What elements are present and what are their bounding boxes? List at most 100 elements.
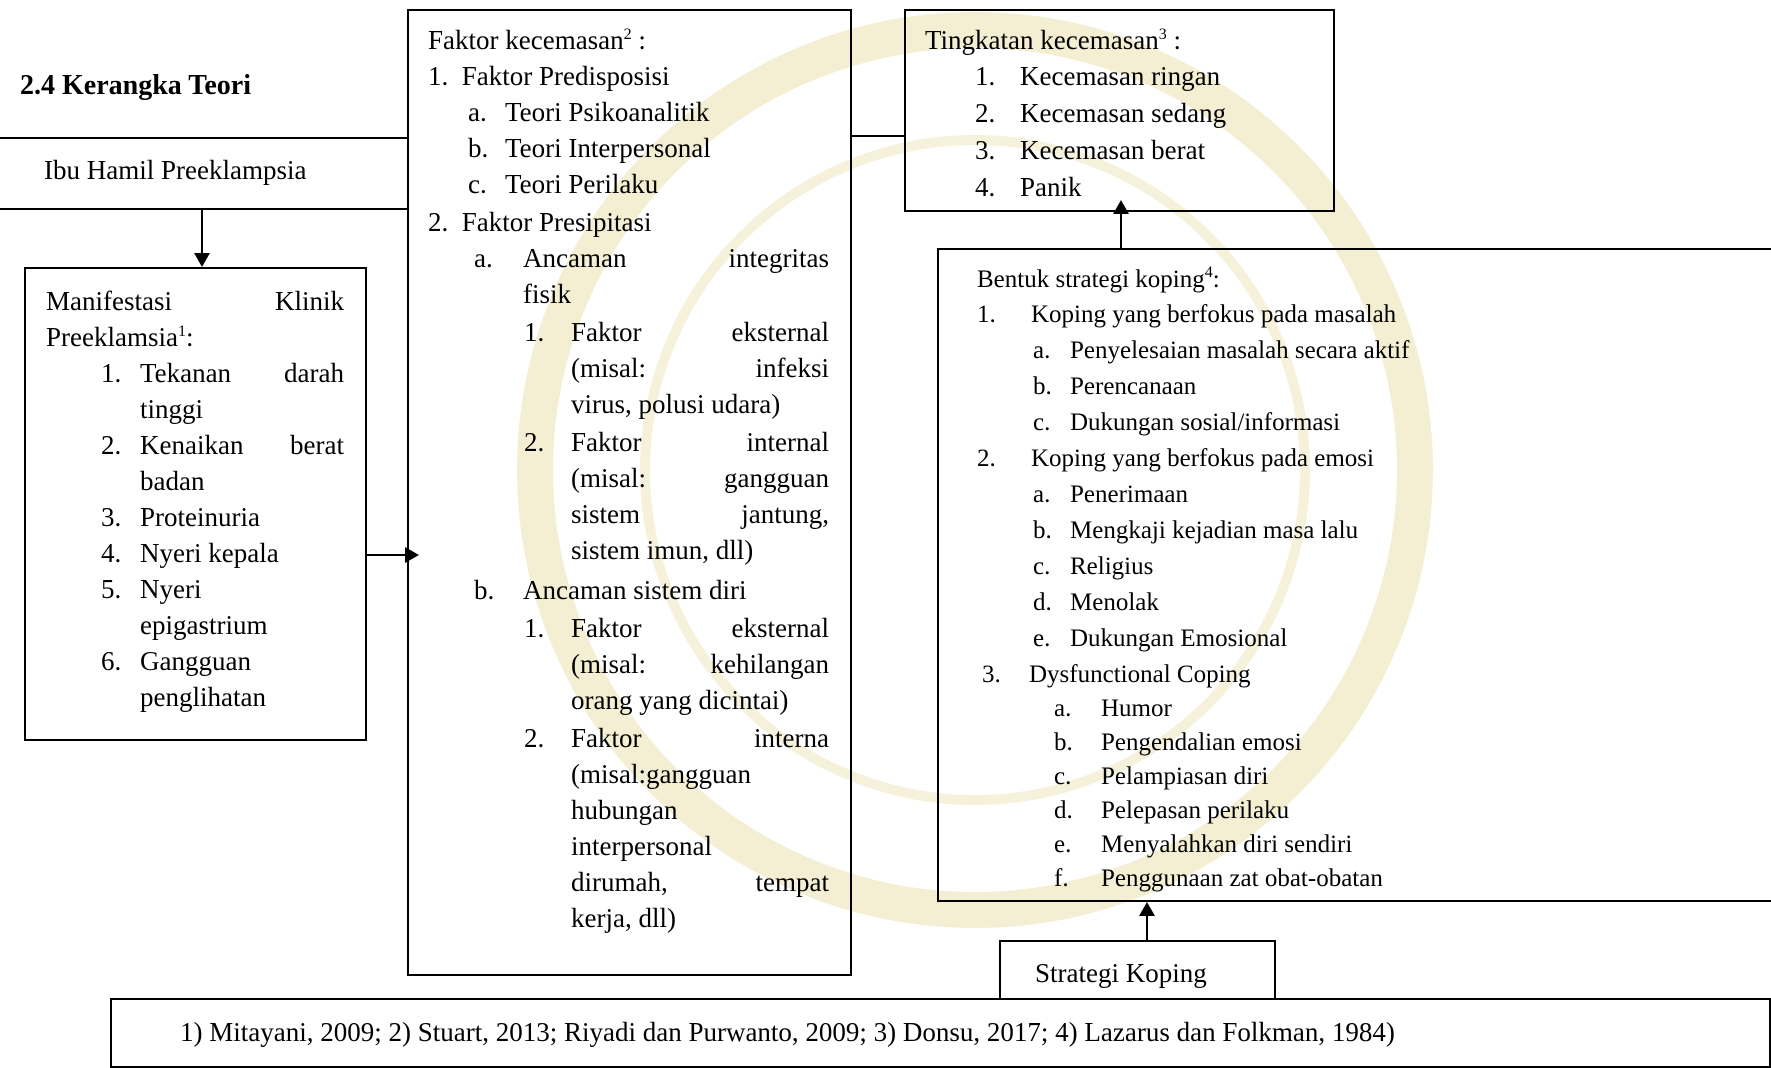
tingkatan-item-number: 4.	[975, 172, 996, 202]
manifestasi-item-line: badan	[140, 466, 205, 496]
bentuk-item-text: Pelampiasan diri	[1101, 763, 1269, 790]
predisposisi-item-text: Teori Perilaku	[505, 169, 659, 199]
b2-line3: hubungan	[571, 795, 678, 825]
ibu-box-bottom-border	[0, 208, 408, 210]
bentuk-group-label: Dysfunctional Coping	[1029, 661, 1251, 688]
manifestasi-item-line: penglihatan	[140, 682, 266, 712]
connector-manifestasi-to-faktor	[367, 554, 407, 556]
bentuk-box-bottom-border	[937, 900, 1771, 902]
bentuk-item-letter: d.	[1033, 589, 1052, 616]
tingkatan-item-text: Kecemasan sedang	[1020, 98, 1227, 128]
tingkatan-item-number: 1.	[975, 61, 996, 91]
b2-line6: kerja, dll)	[571, 903, 676, 933]
arrow-up-tingkatan	[1113, 200, 1129, 214]
bentuk-item-letter: d.	[1054, 797, 1073, 824]
predisposisi-item-letter: a.	[468, 97, 487, 127]
bentuk-item-letter: a.	[1054, 695, 1072, 722]
predisposisi-item-text: Teori Psikoanalitik	[505, 97, 710, 127]
bentuk-item-text: Penerimaan	[1070, 481, 1189, 508]
manifestasi-item-number: 6.	[101, 646, 122, 676]
faktor-predisposisi: 1. Faktor Predisposisi	[428, 61, 670, 91]
ancaman-b-letter: b.	[474, 575, 495, 605]
ibu-box-top-border	[0, 137, 408, 139]
bentuk-item-text: Menyalahkan diri sendiri	[1101, 831, 1353, 858]
b1-line2: (misal:kehilangan	[571, 649, 829, 679]
tingkatan-item-text: Kecemasan berat	[1020, 135, 1206, 165]
manifestasi-item-number: 1.	[101, 358, 122, 388]
bentuk-item-text: Menolak	[1070, 589, 1159, 616]
b1-num: 1.	[524, 613, 545, 643]
bentuk-item-text: Penyelesaian masalah secara aktif	[1070, 337, 1410, 364]
b2-line2: (misal:gangguan	[571, 759, 751, 789]
tingkatan-item-text: Panik	[1020, 172, 1082, 202]
bentuk-box-left-border	[937, 248, 939, 902]
faktor-box	[407, 9, 852, 976]
bentuk-item-text: Penggunaan zat obat-obatan	[1101, 865, 1383, 892]
a1-line2: (misal:infeksi	[571, 353, 829, 383]
predisposisi-item-text: Teori Interpersonal	[505, 133, 711, 163]
manifestasi-item-number: 4.	[101, 538, 122, 568]
bentuk-group-number: 3.	[982, 661, 1001, 688]
tingkatan-item-number: 3.	[975, 135, 996, 165]
tingkatan-item-text: Kecemasan ringan	[1020, 61, 1221, 91]
ibu-box-label: Ibu Hamil Preeklampsia	[44, 155, 307, 185]
bentuk-item-text: Mengkaji kejadian masa lalu	[1070, 517, 1359, 544]
bentuk-item-letter: c.	[1033, 409, 1051, 436]
a2-num: 2.	[524, 427, 545, 457]
ancaman-a-line2: fisik	[523, 279, 572, 309]
connector-strategi-to-bentuk	[1146, 904, 1148, 941]
a1-line3: virus, polusi udara)	[571, 389, 781, 419]
bentuk-item-letter: c.	[1054, 763, 1072, 790]
ancaman-a-letter: a.	[474, 243, 493, 273]
faktor-presipitasi: 2. Faktor Presipitasi	[428, 207, 652, 237]
bentuk-item-text: Religius	[1070, 553, 1154, 580]
connector-bentuk-to-tingkatan	[1120, 214, 1122, 249]
manifestasi-item-number: 2.	[101, 430, 122, 460]
bentuk-group-label: Koping yang berfokus pada masalah	[1031, 301, 1397, 328]
faktor-title: Faktor kecemasan2 :	[428, 25, 646, 55]
bentuk-group-number: 1.	[977, 301, 996, 328]
manifestasi-item-line: Nyeri kepala	[140, 538, 279, 568]
arrow-down-manifestasi	[194, 253, 210, 267]
manifestasi-item-line: Gangguan	[140, 646, 251, 676]
manifestasi-item-line: Proteinuria	[140, 502, 260, 532]
manifestasi-title-line2: Preeklamsia1:	[46, 322, 194, 352]
arrow-up-bentuk	[1139, 902, 1155, 916]
manifestasi-box	[24, 267, 367, 741]
references-text: 1) Mitayani, 2009; 2) Stuart, 2013; Riya…	[180, 1017, 1395, 1047]
bentuk-item-letter: b.	[1054, 729, 1073, 756]
bentuk-group-number: 2.	[977, 445, 996, 472]
connector-ibu-to-manifestasi	[201, 209, 203, 254]
b1-line3: orang yang dicintai)	[571, 685, 789, 715]
bentuk-item-text: Dukungan sosial/informasi	[1070, 409, 1341, 436]
bentuk-item-letter: a.	[1033, 481, 1051, 508]
bentuk-item-text: Dukungan Emosional	[1070, 625, 1288, 652]
tingkatan-item-number: 2.	[975, 98, 996, 128]
bentuk-item-letter: e.	[1033, 625, 1051, 652]
bentuk-item-text: Pengendalian emosi	[1101, 729, 1302, 756]
bentuk-item-text: Perencanaan	[1070, 373, 1197, 400]
b2-line5: dirumah,tempat	[571, 867, 829, 897]
bentuk-item-letter: b.	[1033, 517, 1052, 544]
a2-line4: sistem imun, dll)	[571, 535, 754, 565]
bentuk-item-letter: a.	[1033, 337, 1051, 364]
bentuk-item-letter: f.	[1054, 865, 1069, 892]
predisposisi-item-letter: b.	[468, 133, 489, 163]
a2-line2: (misal:gangguan	[571, 463, 829, 493]
section-title: 2.4 Kerangka Teori	[20, 70, 252, 101]
bentuk-item-letter: e.	[1054, 831, 1072, 858]
bentuk-item-text: Humor	[1101, 695, 1172, 722]
strategi-koping-label: Strategi Koping	[1035, 958, 1207, 988]
manifestasi-item-number: 3.	[101, 502, 122, 532]
bentuk-title: Bentuk strategi koping4:	[977, 264, 1220, 294]
a1-num: 1.	[524, 317, 545, 347]
